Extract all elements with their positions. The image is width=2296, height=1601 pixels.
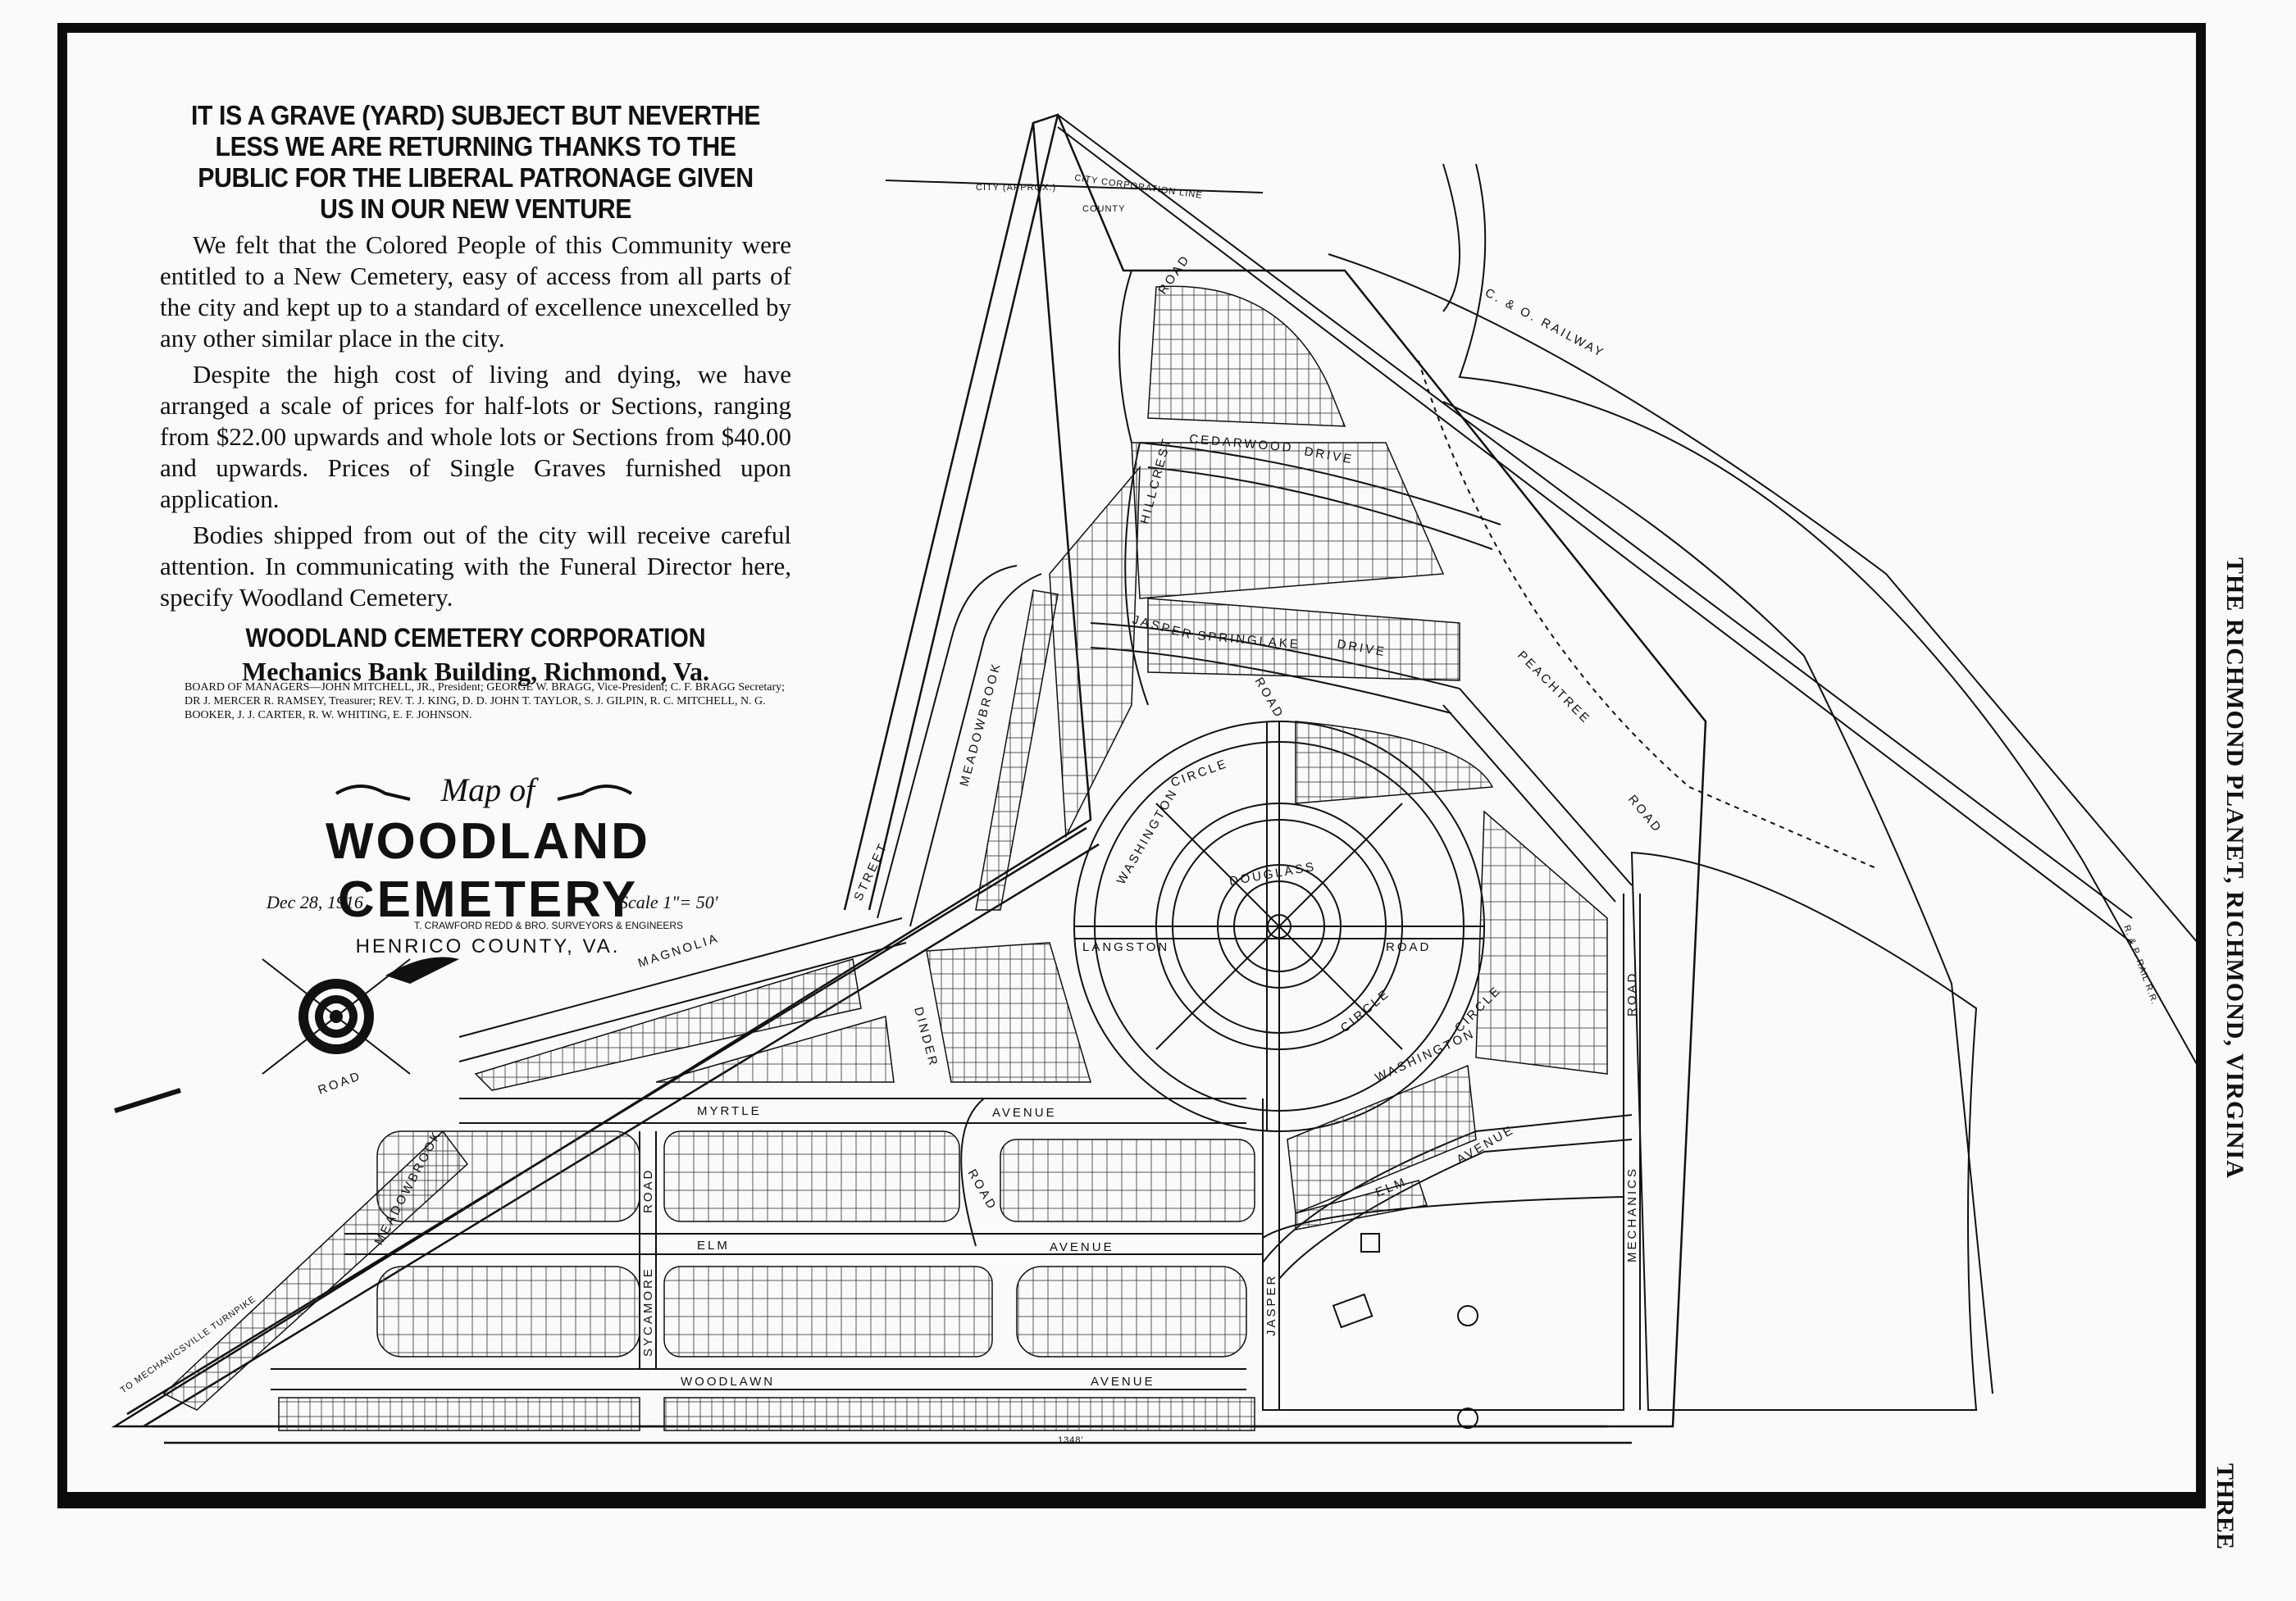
label-avenue-elm-mid: AVENUE [1050, 1240, 1114, 1254]
label-woodlawn: WOODLAWN [681, 1375, 775, 1389]
label-magnolia: MAGNOLIA [636, 931, 721, 971]
map-of-label: Map of [440, 771, 535, 808]
map-surveyor: T. CRAWFORD REDD & BRO. SURVEYORS & ENGI… [414, 920, 684, 931]
railway-lines [885, 114, 2198, 1394]
label-rr: R. & P. RAIL R.R. [2121, 924, 2159, 1007]
page-label: THREE [2212, 1463, 2239, 1550]
label-washington-left: WASHINGTON [1114, 786, 1181, 887]
map-title-block: Map of WOODLAND CEMETERY HENRICO COUNTY,… [180, 771, 795, 958]
map-scale: Scale 1"= 50' [619, 892, 718, 912]
label-circle-top: CIRCLE [1169, 757, 1230, 790]
ad-board-of-managers: BOARD OF MANAGERS—JOHN MITCHELL, JR., Pr… [184, 681, 785, 721]
label-road-left: ROAD [317, 1069, 364, 1098]
newspaper-masthead: THE RICHMOND PLANET, RICHMOND, VIRGINIA [2221, 557, 2248, 1179]
label-county: COUNTY [1082, 204, 1125, 214]
label-road-langston: ROAD [1386, 940, 1431, 954]
label-city: CITY (APPROX.) [976, 183, 1056, 193]
ad-paragraph-3: Bodies shipped from out of the city will… [160, 521, 791, 612]
label-avenue-woodlawn: AVENUE [1091, 1375, 1155, 1389]
ad-paragraph-2: Despite the high cost of living and dyin… [160, 360, 791, 513]
label-peachtree: PEACHTREE [1515, 648, 1593, 727]
label-meadowbrook-upper: MEADOWBROOK [957, 661, 1004, 788]
label-road-sycamore: ROAD [641, 1168, 655, 1213]
arrow-left-icon [114, 1088, 181, 1113]
label-avenue-myrtle: AVENUE [992, 1106, 1057, 1120]
cemetery-map: MAGNOLIA STREET MEADOWBROOK MEADOWBROOK … [111, 113, 2198, 1445]
label-langston: LANGSTON [1082, 940, 1169, 954]
label-road-jasper: ROAD [1252, 675, 1287, 721]
ad-headline: IT IS A GRAVE (YARD) SUBJECT BUT NEVERTH… [190, 100, 761, 224]
advertisement: IT IS A GRAVE (YARD) SUBJECT BUT NEVERTH… [160, 100, 791, 687]
road-network [271, 270, 1641, 1410]
label-elm-left: ELM [697, 1239, 730, 1253]
ad-paragraph-1: We felt that the Colored People of this … [160, 230, 791, 352]
page-bottom-rule [57, 1492, 2206, 1508]
label-road-mid: ROAD [965, 1167, 1000, 1213]
label-jasper-bottom: JASPER [1264, 1274, 1278, 1336]
label-dinder: DINDER [911, 1006, 941, 1069]
label-road-peachtree: ROAD [1625, 793, 1665, 836]
label-road-right: ROAD [1625, 971, 1639, 1017]
title-flourishes [335, 785, 633, 801]
ad-address: Mechanics Bank Building, Richmond, Va. [242, 657, 709, 686]
map-date: Dec 28, 1916 [266, 892, 363, 912]
washington-circle [1073, 721, 1485, 1132]
open-ground [1262, 851, 1978, 1429]
label-dimension: 1348' [1058, 1435, 1084, 1445]
map-title: WOODLAND CEMETERY [326, 813, 650, 928]
label-myrtle: MYRTLE [697, 1104, 762, 1118]
label-mechanics: MECHANICS [1625, 1167, 1639, 1262]
compass-rose-icon [262, 957, 459, 1075]
label-douglass: DOUGLASS [1228, 860, 1318, 889]
map-county: HENRICO COUNTY, VA. [355, 935, 621, 957]
label-street: STREET [851, 840, 891, 903]
burial-lot-blocks [162, 285, 1608, 1431]
ad-corporation: WOODLAND CEMETERY CORPORATION [245, 623, 706, 653]
label-sycamore: SYCAMORE [641, 1267, 655, 1357]
